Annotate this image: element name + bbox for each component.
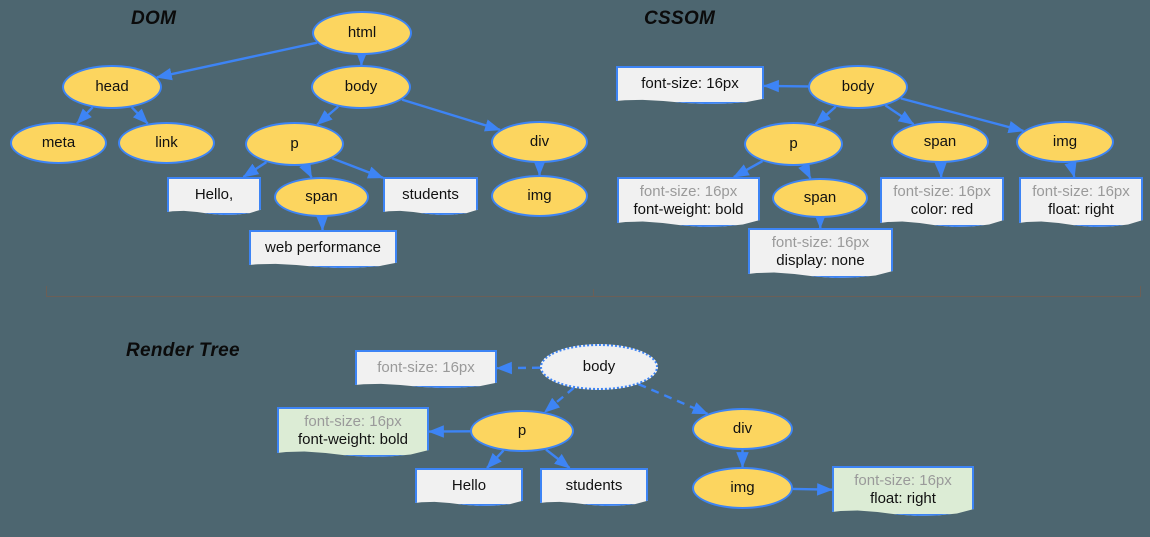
element-node-r_p[interactable]: p [470, 410, 574, 452]
divider-tick-mid [593, 289, 594, 297]
edge-body-to-div [401, 98, 501, 132]
style-box-r_fs[interactable]: font-size: 16px [355, 350, 497, 388]
divider-tick-left [46, 286, 47, 297]
node-label: link [155, 134, 178, 152]
style-declaration: font-size: 16px [771, 234, 870, 252]
edge-r_img-to-r_img_box [792, 483, 833, 496]
element-node-c_span2[interactable]: span [772, 178, 868, 218]
element-node-c_p[interactable]: p [744, 122, 843, 166]
element-node-meta[interactable]: meta [10, 122, 107, 164]
element-node-c_img[interactable]: img [1016, 121, 1114, 163]
text-node-hello[interactable]: Hello, [167, 177, 261, 215]
element-node-body[interactable]: body [311, 65, 411, 109]
edge-c_body-to-c_p [814, 105, 837, 126]
node-label: span [803, 189, 837, 207]
node-label: body [841, 78, 875, 96]
node-label: students [565, 476, 623, 494]
element-node-link[interactable]: link [118, 122, 215, 164]
node-label: span [923, 133, 957, 151]
edge-p-to-span [299, 161, 313, 179]
node-label: web performance [265, 238, 381, 256]
edge-head-to-link [130, 106, 149, 125]
element-node-r_img[interactable]: img [692, 467, 793, 509]
text-node-r_hello[interactable]: Hello [415, 468, 523, 506]
element-node-c_span1[interactable]: span [891, 121, 989, 163]
element-node-html[interactable]: html [312, 11, 412, 55]
style-declaration: font-size: 16px [304, 413, 402, 431]
style-declaration: font-size: 16px [893, 183, 991, 201]
edge-c_p-to-c_span2 [798, 162, 812, 180]
node-label: img [527, 187, 552, 205]
style-declaration: font-size: 16px [641, 74, 739, 92]
element-node-r_div[interactable]: div [692, 408, 793, 450]
text-node-r_students[interactable]: students [540, 468, 648, 506]
element-node-p[interactable]: p [245, 122, 344, 166]
text-node-webperf[interactable]: web performance [249, 230, 397, 268]
text-node-students[interactable]: students [383, 177, 478, 215]
node-label: meta [41, 134, 76, 152]
edge-r_body-to-r_p [543, 386, 575, 414]
element-node-span[interactable]: span [274, 177, 369, 217]
section-title-dom: DOM [131, 8, 177, 29]
node-label: students [402, 185, 459, 203]
node-label: p [789, 135, 798, 153]
style-declaration: font-size: 16px [377, 358, 475, 376]
node-label: img [1052, 133, 1078, 151]
style-declaration: font-size: 16px [1032, 183, 1130, 201]
divider-tick-right [1140, 286, 1141, 297]
node-label: p [290, 135, 299, 153]
style-declaration: font-size: 16px [854, 472, 952, 490]
style-declaration: float: right [1048, 200, 1114, 218]
style-declaration: font-weight: bold [297, 430, 409, 448]
edge-c_span1-to-c_span1_box [934, 161, 947, 178]
element-node-div[interactable]: div [491, 121, 588, 163]
section-title-render-tree: Render Tree [126, 340, 240, 361]
style-declaration: float: right [870, 489, 936, 507]
style-declaration: font-weight: bold [633, 200, 744, 218]
edge-c_img-to-c_img_box [1064, 161, 1077, 178]
node-label: Hello, [194, 185, 234, 203]
edge-c_body-to-c_span1 [884, 104, 915, 126]
node-label: span [305, 188, 338, 206]
edge-r_p-to-r_hello [486, 449, 505, 469]
edge-r_body-to-r_div [638, 382, 709, 416]
edge-html-to-head [155, 41, 318, 81]
element-node-r_body[interactable]: body [540, 344, 658, 390]
node-label: div [732, 420, 753, 438]
node-label: head [95, 78, 129, 96]
element-node-head[interactable]: head [62, 65, 162, 109]
node-label: img [730, 479, 755, 497]
node-label: body [582, 358, 616, 376]
section-title-cssom: CSSOM [644, 8, 716, 29]
style-declaration: font-size: 16px [639, 183, 738, 201]
edge-head-to-meta [76, 106, 94, 125]
edge-c_p-to-c_p_box [732, 160, 764, 179]
node-label: div [529, 133, 550, 151]
node-label: p [517, 422, 527, 440]
edge-r_p-to-r_students [545, 448, 571, 469]
node-label: html [347, 24, 377, 42]
element-node-img[interactable]: img [491, 175, 588, 217]
style-box-c_fs_body[interactable]: font-size: 16px [616, 66, 764, 104]
edge-r_body-to-r_fs [496, 361, 541, 375]
node-label: Hello [451, 476, 487, 494]
edge-c_body-to-c_fs_body [763, 79, 809, 93]
node-label: body [344, 78, 378, 96]
edge-p-to-hello [242, 161, 268, 179]
element-node-c_body[interactable]: body [808, 65, 908, 109]
edge-p-to-students [331, 157, 384, 179]
style-declaration: color: red [910, 200, 974, 218]
edge-body-to-p [316, 105, 339, 126]
style-declaration: display: none [776, 251, 865, 269]
